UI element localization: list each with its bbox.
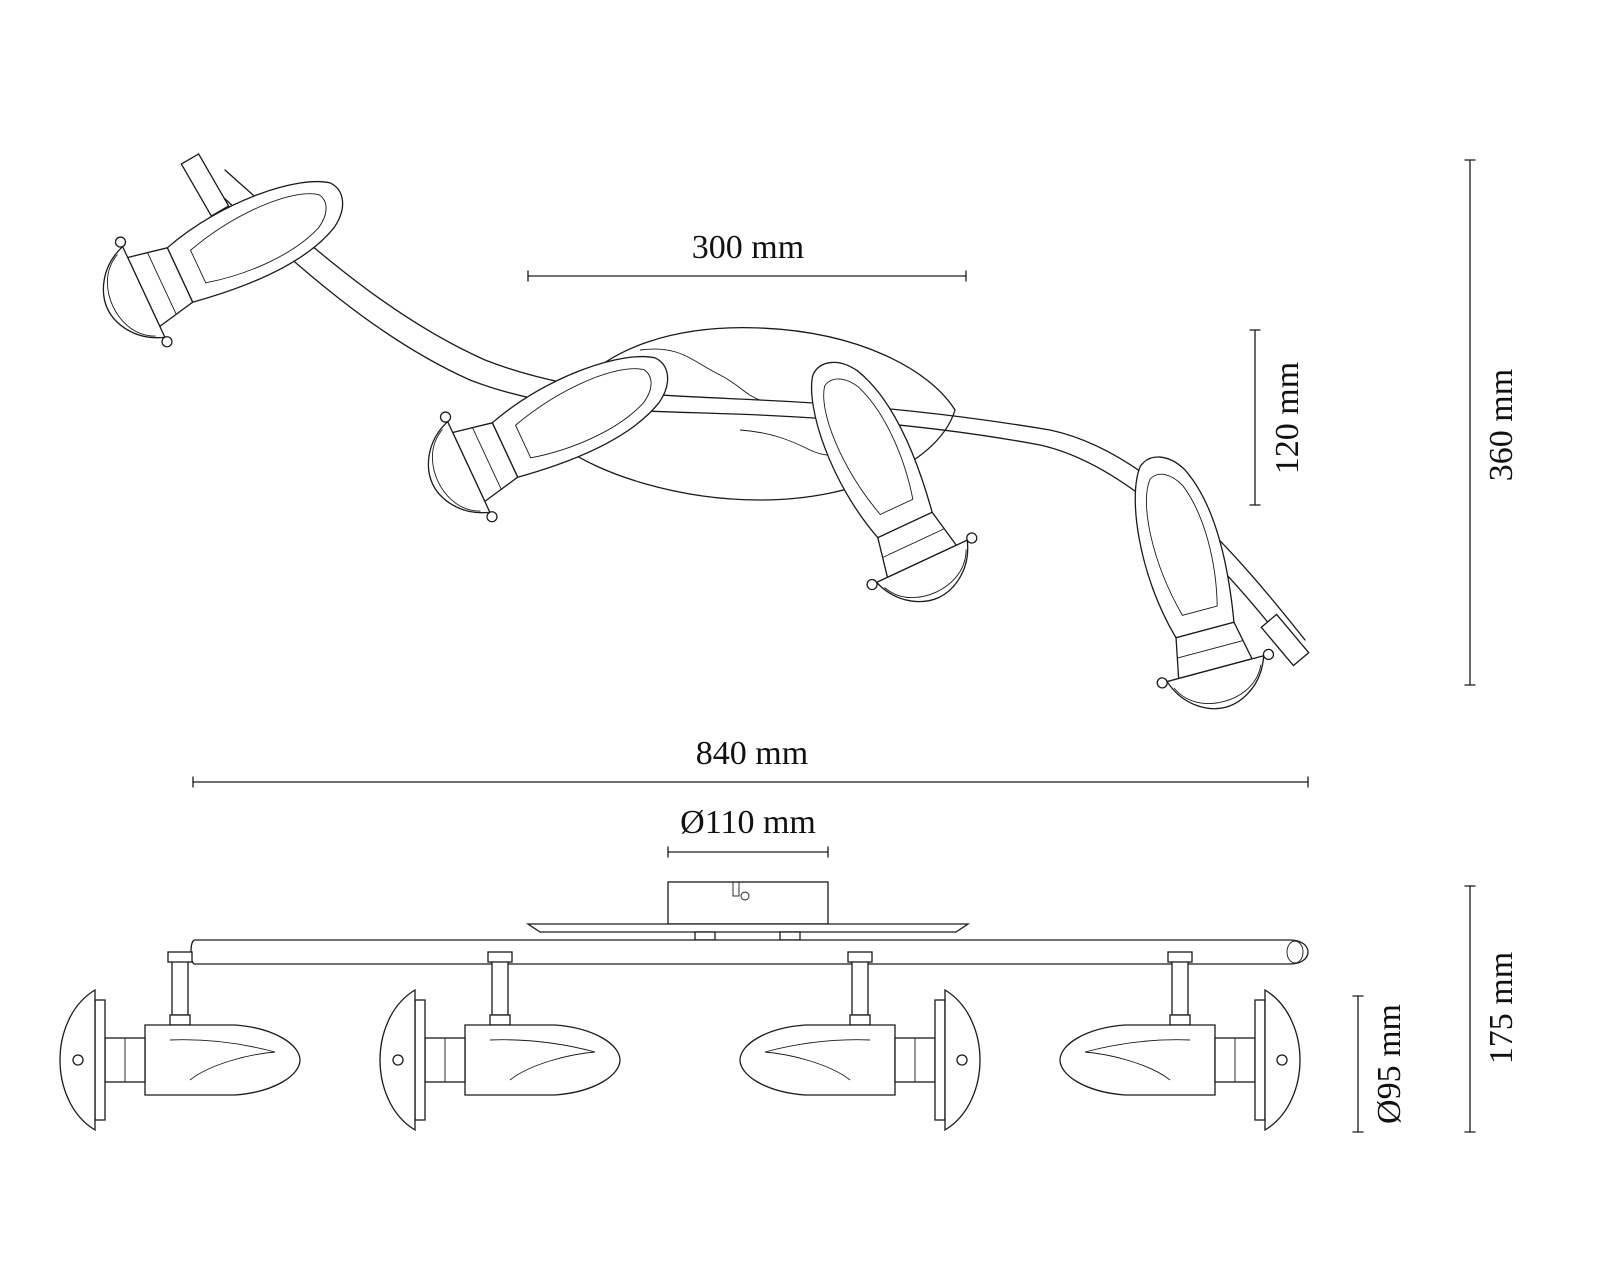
side-view: 840 mm Ø110 mm Ø95 mm 175 mm [59, 735, 1520, 1133]
dim-total-height-label: 175 mm [1483, 952, 1520, 1064]
spotlight-top-1 [81, 143, 370, 364]
spotlight-side-3 [739, 951, 981, 1131]
spotlight-side-4 [1059, 951, 1301, 1131]
canopy-box [667, 881, 829, 925]
dim-offset-label: 120 mm [1269, 362, 1306, 474]
mounting-bar [190, 939, 1309, 965]
dim-spot-diameter-label: Ø95 mm [1371, 1004, 1408, 1124]
spotlight-side-2 [379, 951, 621, 1131]
dim-depth-label: 360 mm [1483, 369, 1520, 481]
dim-total-length-label: 840 mm [696, 735, 808, 772]
top-view: 300 mm 120 mm 360 mm [81, 143, 1520, 724]
spotlight-side-1 [59, 951, 301, 1131]
curved-arm [204, 179, 1291, 651]
dim-spacing-label: 300 mm [692, 229, 804, 266]
dim-base-diameter-label: Ø110 mm [680, 804, 816, 841]
